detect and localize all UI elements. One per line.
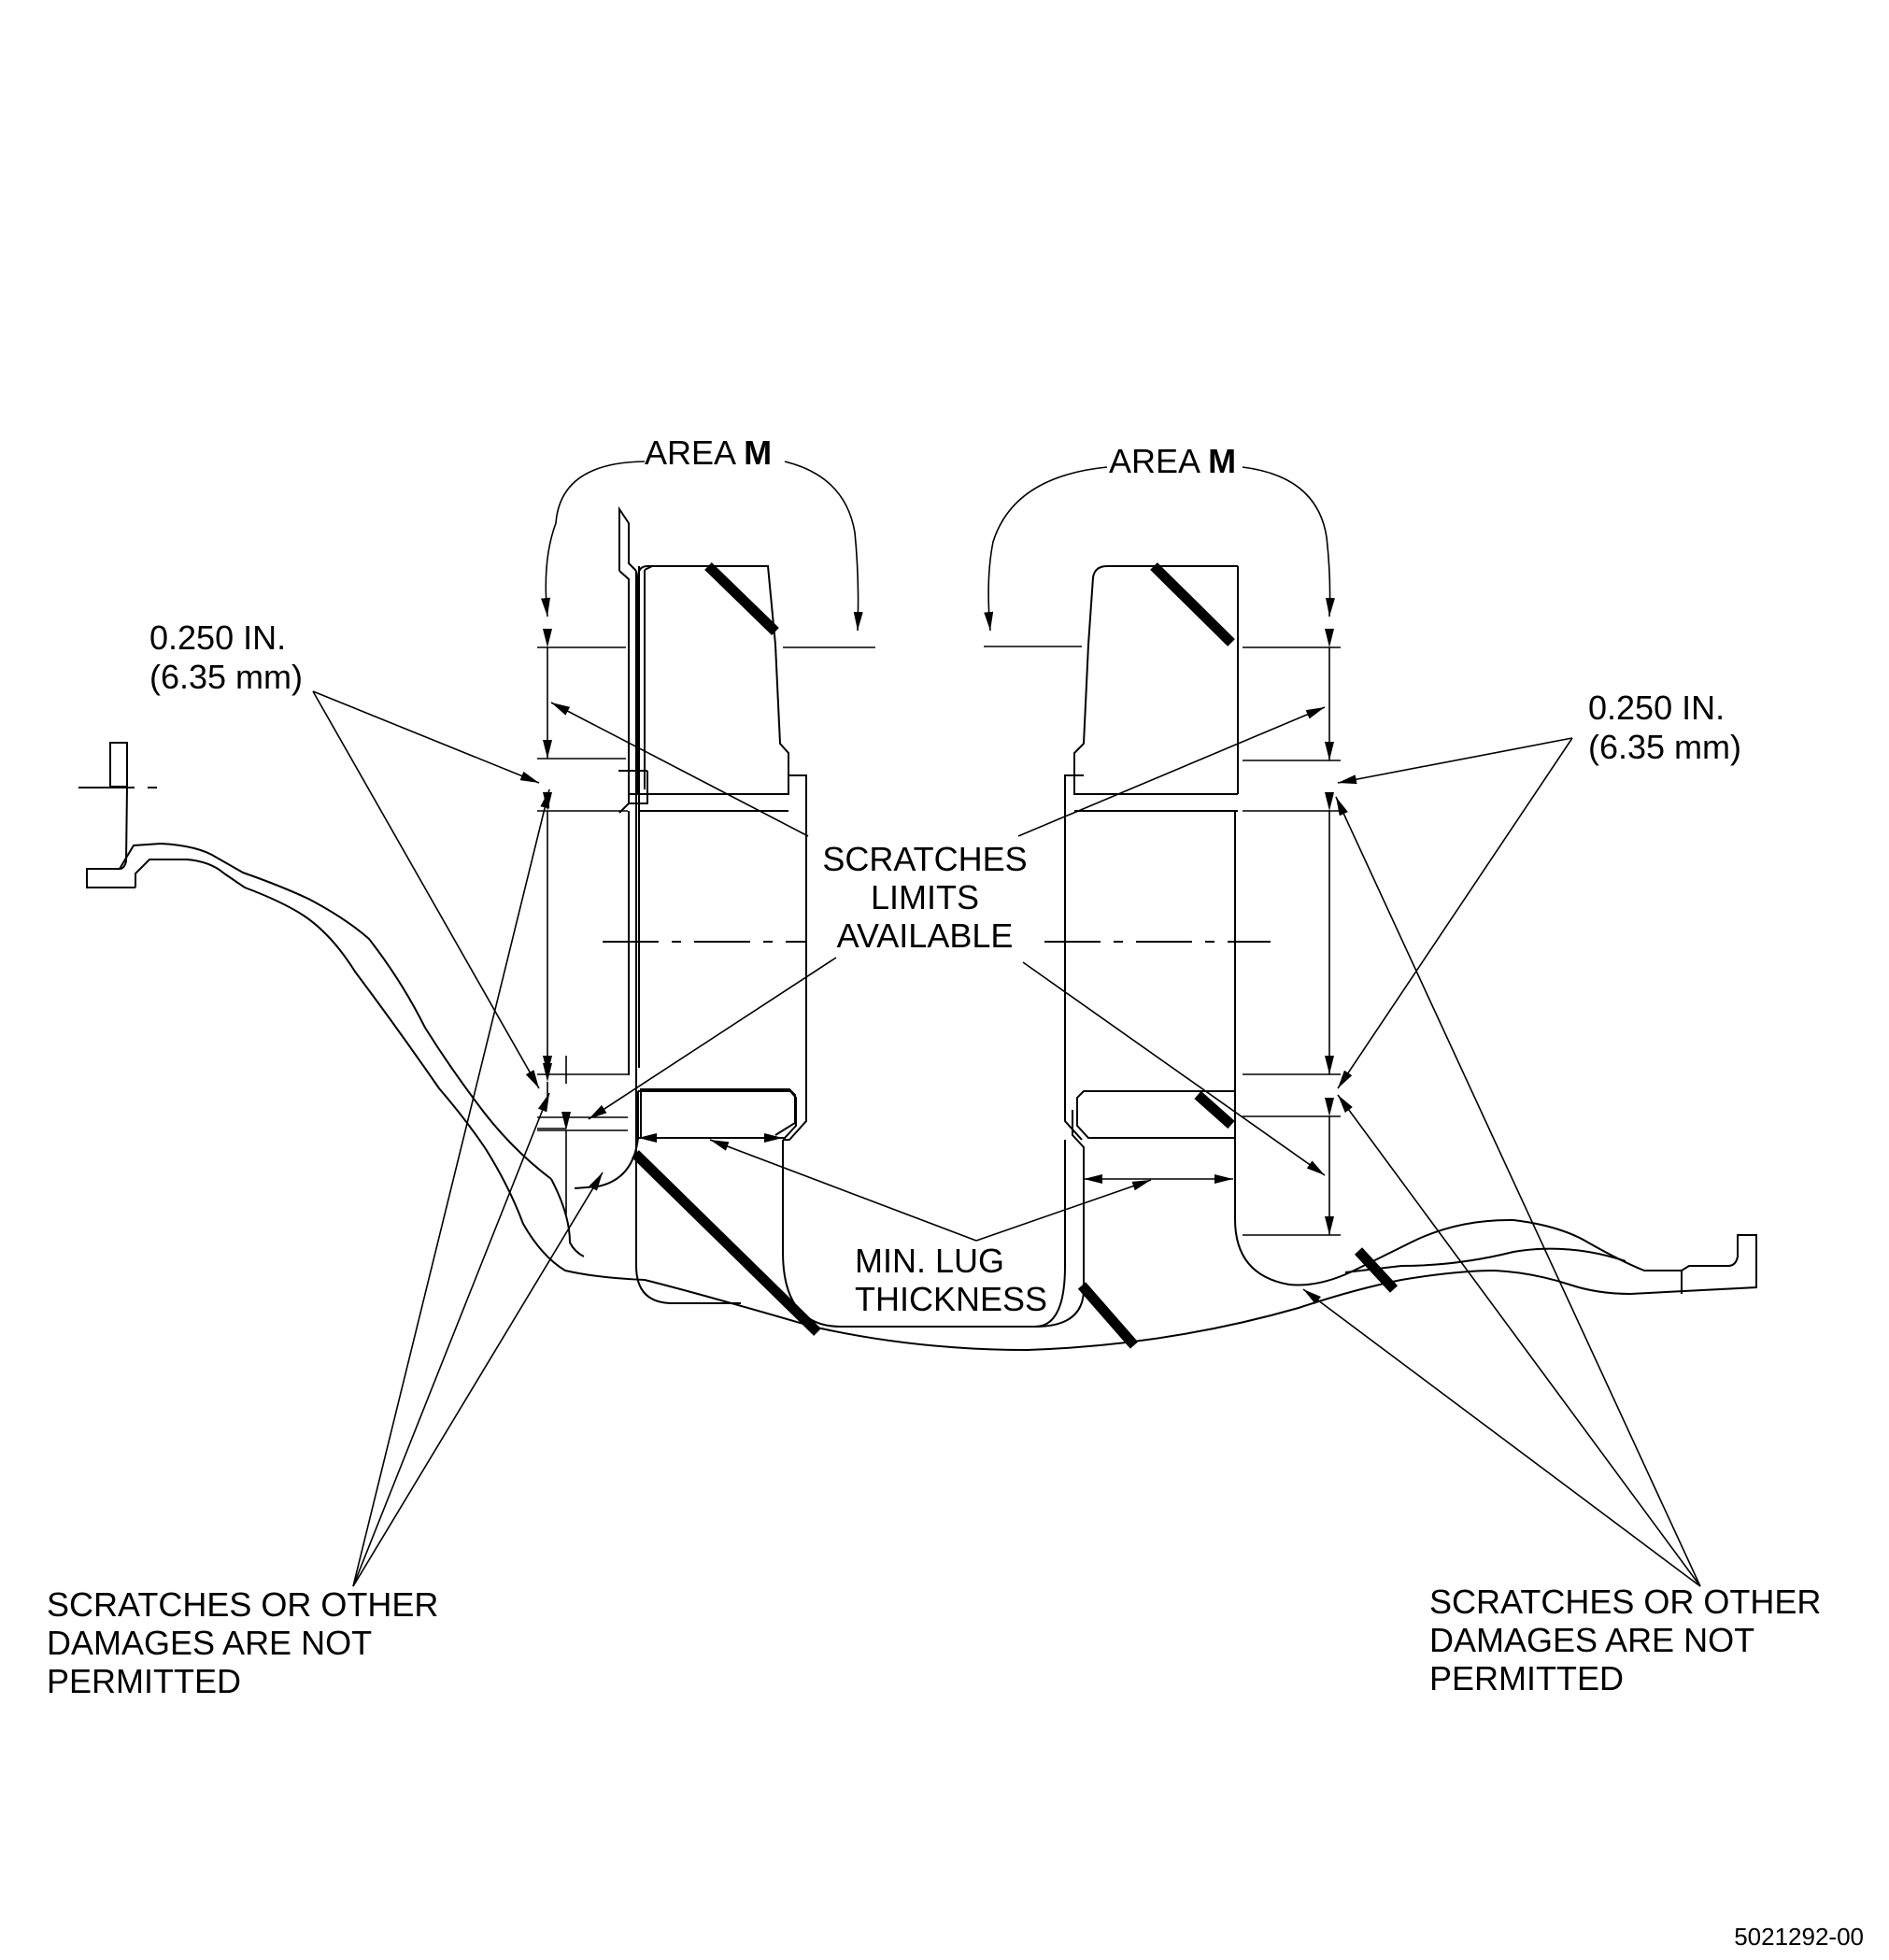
area-m-left-label: AREA M [645,433,772,472]
dim-right-mm: (6.35 mm) [1588,728,1741,766]
leader-arrows [312,690,1701,1587]
extension-lines [537,646,1341,1236]
min-lug-line1: MIN. LUG [855,1242,1004,1280]
dim-left-inch: 0.250 IN. [149,618,286,657]
right-lug [1034,565,1290,1328]
not-permitted-right-line1: SCRATCHES OR OTHER [1429,1583,1821,1621]
not-permitted-left-line2: DAMAGES ARE NOT [47,1624,372,1662]
dim-left-mm: (6.35 mm) [149,658,303,696]
dim-right-inch: 0.250 IN. [1588,689,1725,727]
scratches-limits-line3: AVAILABLE [837,916,1014,955]
not-permitted-right-line3: PERMITTED [1429,1659,1624,1697]
min-lug-line2: THICKNESS [855,1280,1047,1318]
figure-number: 5021292-00 [1734,1923,1864,1951]
section-hatch [632,562,1399,1349]
labels: AREA M AREA M 0.250 IN. (6.35 mm) 0.250 … [47,433,1864,1951]
left-lug [574,565,1085,1328]
scratches-limits-line2: LIMITS [871,878,979,916]
scratches-limits-line1: SCRATCHES [822,840,1027,878]
area-m-arrows [541,461,1335,632]
centerlines [78,787,1271,943]
not-permitted-right-line2: DAMAGES ARE NOT [1429,1621,1754,1659]
left-dimensions [537,629,571,1214]
area-m-right-label: AREA M [1109,442,1236,480]
not-permitted-left-line1: SCRATCHES OR OTHER [47,1585,438,1624]
not-permitted-left-line3: PERMITTED [47,1662,241,1700]
